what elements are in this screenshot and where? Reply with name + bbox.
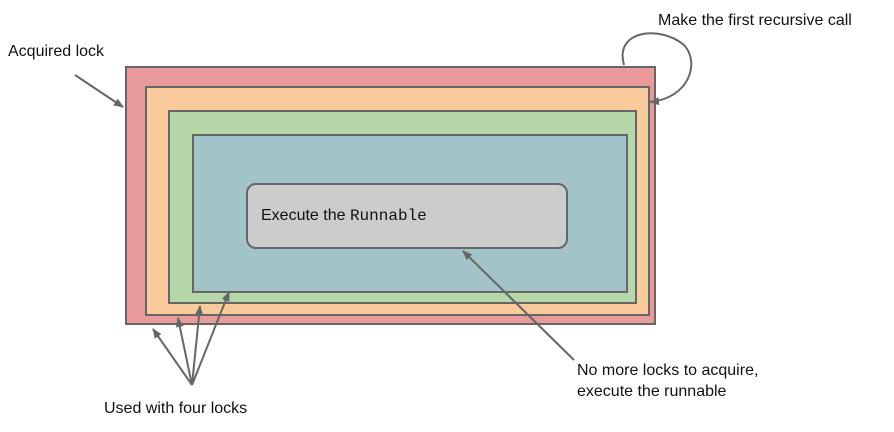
runnable-code: Runnable <box>349 207 427 225</box>
lock-arrow-3 <box>191 305 204 386</box>
execute-prefix: Execute the <box>261 207 350 224</box>
recursive-call-label: Make the first recursive call <box>658 12 852 29</box>
recursive-call-arrow <box>621 32 693 106</box>
lock-arrow-4 <box>191 291 230 386</box>
execute-runnable-box: Execute the Runnable <box>246 183 568 249</box>
lock-arrow-2 <box>175 317 193 386</box>
four-locks-label: Used with four locks <box>104 400 248 417</box>
execute-label: Execute the Runnable <box>261 205 427 227</box>
no-more-locks-label-line1: No more locks to acquire, <box>577 362 759 379</box>
no-more-locks-arrow <box>462 250 575 361</box>
no-more-locks-label-line2: execute the runnable <box>577 383 727 400</box>
lock-arrow-1 <box>152 328 193 386</box>
acquired-lock-label: Acquired lock <box>8 43 105 60</box>
acquired-lock-arrow <box>74 74 124 108</box>
